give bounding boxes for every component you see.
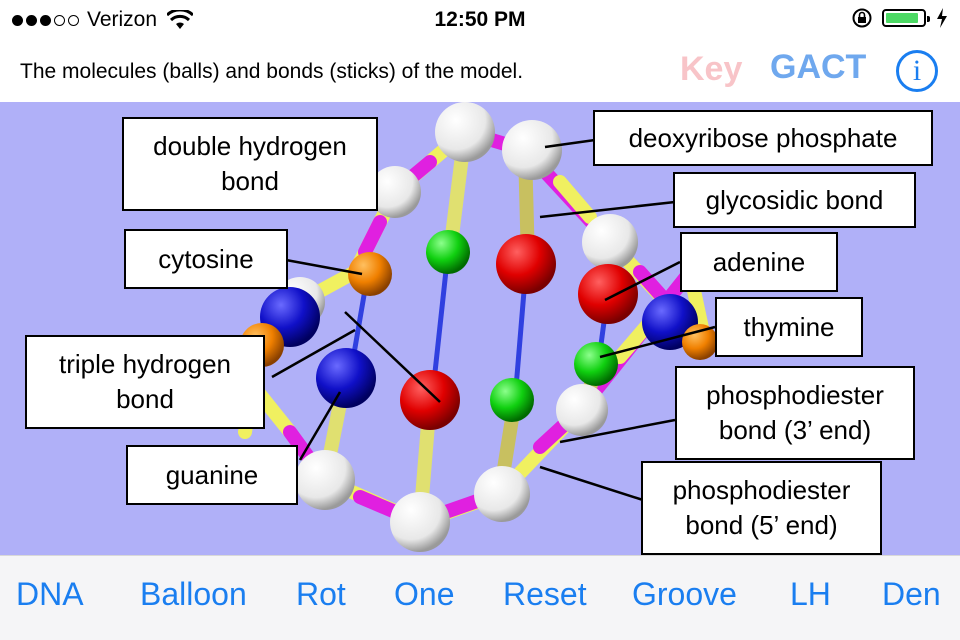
battery-level [886,13,919,23]
battery-icon [882,9,930,27]
adenine-ball [578,264,638,324]
label-guanine: guanine [126,445,298,505]
deoxyribose-ball [390,492,450,552]
cytosine-ball [682,324,718,360]
toolbar-den-button[interactable]: Den [882,576,941,612]
thymine-ball [426,230,470,274]
charging-icon [937,8,947,28]
deoxyribose-ball [582,214,638,270]
bottom-toolbar: DNA Balloon Rot One Reset Groove LH Den [0,555,960,640]
carrier-name: Verizon [87,8,158,31]
thymine-ball [574,342,618,386]
label-glycosidic-bond: glycosidic bond [673,172,916,228]
label-triple-hydrogen-bond: triple hydrogen bond [25,335,265,429]
deoxyribose-ball [369,166,421,218]
label-phosphodiester-5-end: phosphodiester bond (5’ end) [641,461,882,555]
guanine-ball [316,348,376,408]
label-double-hydrogen-bond: double hydrogen bond [122,117,378,211]
thymine-ball [490,378,534,422]
wifi-icon [167,10,194,29]
deoxyribose-ball [295,450,355,510]
gact-button[interactable]: GACT [770,48,867,86]
signal-strength-icon [12,14,79,26]
toolbar-dna-button[interactable]: DNA [16,576,84,612]
key-button[interactable]: Key [680,50,743,88]
toolbar-rot-button[interactable]: Rot [296,576,346,612]
status-left: Verizon [12,8,194,32]
toolbar-one-button[interactable]: One [394,576,455,612]
adenine-ball [496,234,556,294]
deoxyribose-ball [435,102,495,162]
leader-lines [271,138,716,502]
label-thymine: thymine [715,297,863,357]
molecules [240,102,718,552]
label-adenine: adenine [680,232,838,292]
status-right [852,8,948,28]
adenine-ball [400,370,460,430]
header: The molecules (balls) and bonds (sticks)… [0,40,960,102]
status-time: 12:50 PM [434,8,526,31]
label-deoxyribose-phosphate: deoxyribose phosphate [593,110,933,166]
status-bar: Verizon 12:50 PM [0,0,960,40]
cytosine-ball [348,252,392,296]
toolbar-groove-button[interactable]: Groove [632,576,737,612]
toolbar-lh-button[interactable]: LH [790,576,831,612]
rotation-lock-icon [852,8,872,28]
info-button[interactable]: i [896,50,938,92]
label-phosphodiester-3-end: phosphodiester bond (3’ end) [675,366,915,460]
deoxyribose-ball [474,466,530,522]
dna-model-canvas[interactable] [0,102,960,555]
model-description: The molecules (balls) and bonds (sticks)… [20,60,524,83]
deoxyribose-ball [502,120,562,180]
toolbar-balloon-button[interactable]: Balloon [140,576,247,612]
deoxyribose-ball [556,384,608,436]
label-cytosine: cytosine [124,229,288,289]
toolbar-reset-button[interactable]: Reset [503,576,587,612]
dna-model-view[interactable]: double hydrogen bond deoxyribose phospha… [0,102,960,555]
